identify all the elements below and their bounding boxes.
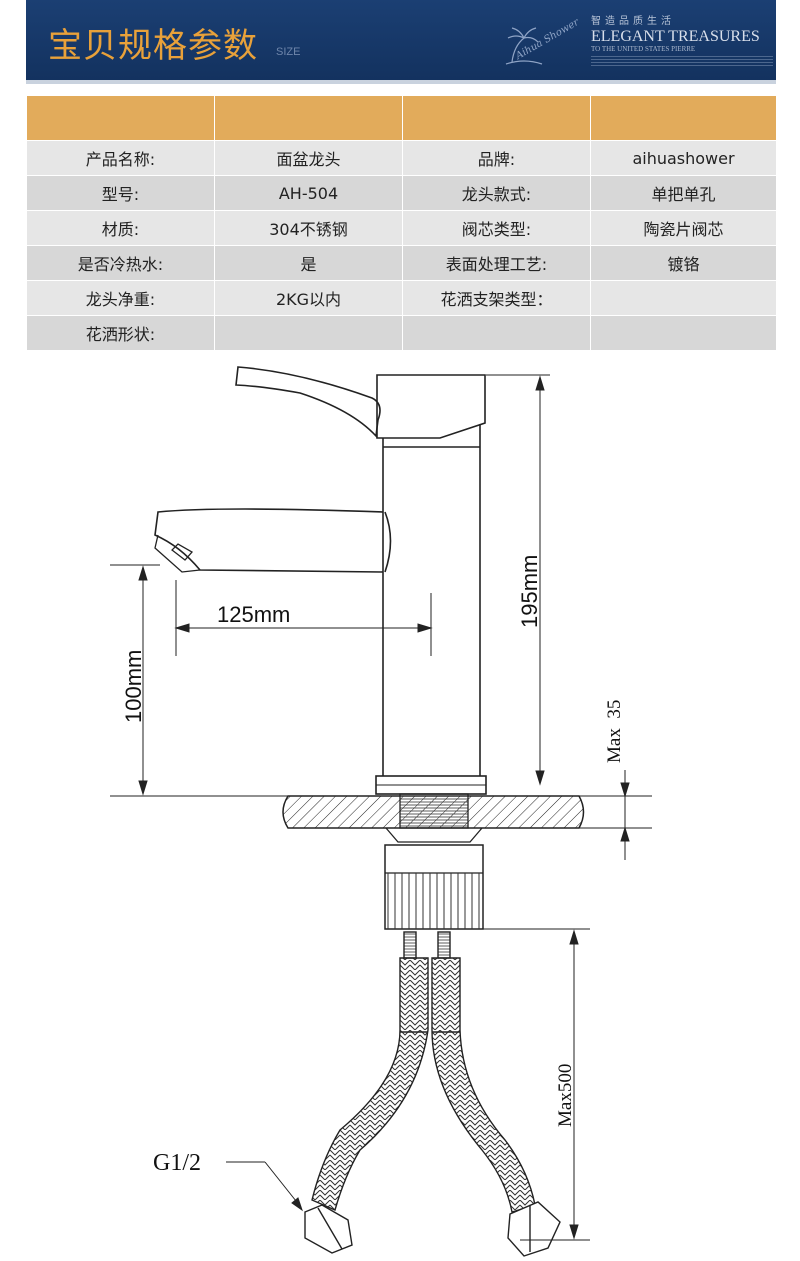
table-cell: [402, 315, 591, 351]
table-cell: [590, 315, 777, 351]
table-header-cell: [402, 95, 591, 141]
table-cell: 陶瓷片阀芯: [590, 210, 777, 246]
table-cell: 阀芯类型:: [402, 210, 591, 246]
thread-g12-label: G1/2: [153, 1150, 201, 1176]
table-cell: 304不锈钢: [214, 210, 403, 246]
table-cell: 2KG以内: [214, 280, 403, 316]
table-cell: [590, 280, 777, 316]
header-banner: 宝贝规格参数 SIZE Aihua Shower 智造品质生活 ELEGANT …: [26, 0, 776, 80]
slogan: 智造品质生活 ELEGANT TREASURES TO THE UNITED S…: [591, 12, 773, 66]
table-cell: 材质:: [26, 210, 215, 246]
size-label: SIZE: [276, 46, 301, 58]
spout-nose: [384, 511, 392, 573]
table-header-cell: [26, 95, 215, 141]
table-row: 龙头净重: 2KG以内 花洒支架类型：: [26, 280, 777, 316]
aerator: [154, 534, 201, 573]
dim-max35-label: Max 35: [604, 700, 625, 763]
table-row: 是否冷热水: 是 表面处理工艺: 镀铬: [26, 245, 777, 281]
table-cell: 面盆龙头: [214, 140, 403, 176]
page-title: 宝贝规格参数: [48, 26, 258, 66]
table-cell: [214, 315, 403, 351]
slogan-english: ELEGANT TREASURES: [591, 28, 760, 45]
dim-195mm-label: 195mm: [517, 555, 542, 628]
handle-cap: [376, 374, 486, 439]
hose-right-nut: [507, 1201, 561, 1257]
table-cell: 是: [214, 245, 403, 281]
slogan-chinese: 智造品质生活: [591, 16, 675, 27]
slogan-subtitle: TO THE UNITED STATES PIERRE: [591, 45, 696, 53]
spout: [154, 508, 384, 573]
dim-100mm-label: 100mm: [121, 650, 146, 723]
threaded-shank: [399, 793, 469, 829]
hose-left-nut: [304, 1204, 353, 1254]
table-cell: 表面处理工艺:: [402, 245, 591, 281]
table-row: 产品名称: 面盆龙头 品牌: aihuashower: [26, 140, 777, 176]
table-cell: 龙头款式:: [402, 175, 591, 211]
slogan-decoration: [591, 56, 773, 66]
banner-divider: [26, 80, 776, 84]
table-cell: 型号:: [26, 175, 215, 211]
brand-logo: [505, 27, 543, 65]
hose-left: [304, 931, 429, 1254]
table-cell: 镀铬: [590, 245, 777, 281]
hose-right: [431, 931, 561, 1257]
table-cell: 花洒形状:: [26, 315, 215, 351]
dim-max500-label: Max500: [555, 1064, 576, 1127]
table-cell: 品牌:: [402, 140, 591, 176]
table-header-row: [26, 95, 777, 141]
shank-neck: [385, 827, 483, 843]
handle-lever: [235, 366, 381, 438]
table-cell: 龙头净重:: [26, 280, 215, 316]
spec-table: 产品名称: 面盆龙头 品牌: aihuashower 型号: AH-504 龙头…: [26, 95, 777, 351]
table-row: 材质: 304不锈钢 阀芯类型: 陶瓷片阀芯: [26, 210, 777, 246]
table-header-cell: [214, 95, 403, 141]
table-row: 花洒形状:: [26, 315, 777, 351]
table-cell: 是否冷热水:: [26, 245, 215, 281]
table-cell: 产品名称:: [26, 140, 215, 176]
table-cell: 花洒支架类型：: [402, 280, 591, 316]
table-cell: 单把单孔: [590, 175, 777, 211]
dim-125mm-label: 125mm: [217, 602, 290, 627]
table-header-cell: [590, 95, 777, 141]
faucet-body: [382, 424, 481, 776]
